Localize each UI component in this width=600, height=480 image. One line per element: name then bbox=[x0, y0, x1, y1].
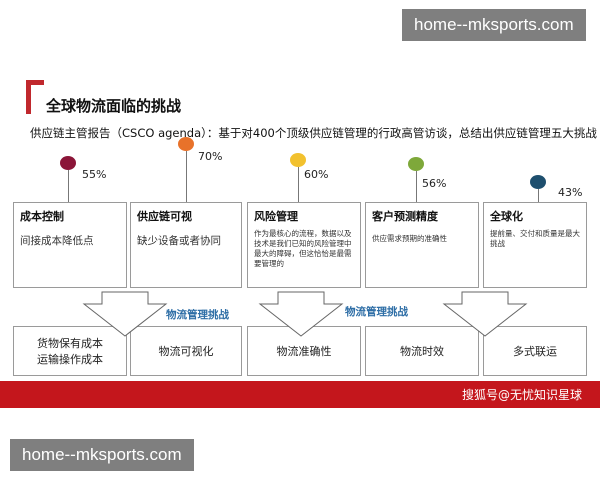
logistics-challenge-label-left: 物流管理挑战 bbox=[166, 309, 229, 321]
challenge-card-forecast: 客户预测精度 供应需求预期的准确性 bbox=[365, 202, 479, 288]
card-body: 缺少设备或者协同 bbox=[137, 235, 221, 247]
card-heading: 风险管理 bbox=[254, 210, 298, 223]
card-heading: 全球化 bbox=[490, 210, 523, 223]
percent-global: 43% bbox=[558, 186, 583, 199]
card-heading: 供应链可视 bbox=[137, 210, 192, 223]
logistics-item-timeliness: 物流时效 bbox=[365, 326, 479, 376]
down-arrow-icon bbox=[258, 291, 344, 337]
connector-line bbox=[298, 167, 299, 202]
slide-subtitle: 供应链主管报告（CSCO agenda）：基于对400个顶级供应链管理的行政高管… bbox=[30, 126, 597, 140]
indicator-dot-forecast bbox=[408, 157, 424, 171]
down-arrow-icon bbox=[82, 291, 168, 337]
card-heading: 客户预测精度 bbox=[372, 210, 438, 223]
logistics-item-cost: 货物保有成本 运输操作成本 bbox=[13, 326, 127, 376]
watermark-top: home--mksports.com bbox=[402, 9, 586, 41]
connector-line bbox=[186, 151, 187, 202]
connector-line bbox=[538, 189, 539, 202]
footer-band bbox=[0, 381, 600, 408]
slide-title: 全球物流面临的挑战 bbox=[46, 97, 182, 115]
logistics-item-multimodal: 多式联运 bbox=[483, 326, 587, 376]
challenge-card-cost: 成本控制 间接成本降低点 bbox=[13, 202, 127, 288]
watermark-bottom: home--mksports.com bbox=[10, 439, 194, 471]
indicator-dot-global bbox=[530, 175, 546, 189]
percent-forecast: 56% bbox=[422, 177, 447, 190]
down-arrow-icon bbox=[442, 291, 528, 337]
indicator-dot-risk bbox=[290, 153, 306, 167]
connector-line bbox=[68, 170, 69, 202]
percent-visibility: 70% bbox=[198, 150, 223, 163]
indicator-dot-visibility bbox=[178, 137, 194, 151]
challenge-card-risk: 风险管理 作为最核心的流程，数据以及技术是我们已知的风险管理中最大的障碍，但这恰… bbox=[247, 202, 361, 288]
card-body: 作为最核心的流程，数据以及技术是我们已知的风险管理中最大的障碍，但这恰恰是最需要… bbox=[254, 229, 352, 268]
card-body: 提前量、交付和质量是最大挑战 bbox=[490, 229, 580, 248]
card-body: 间接成本降低点 bbox=[20, 235, 94, 247]
logistics-challenge-label-right: 物流管理挑战 bbox=[345, 306, 408, 318]
indicator-dot-cost bbox=[60, 156, 76, 170]
challenge-card-visibility: 供应链可视 缺少设备或者协同 bbox=[130, 202, 242, 288]
percent-cost: 55% bbox=[82, 168, 107, 181]
title-frame-accent-top bbox=[26, 80, 44, 85]
connector-line bbox=[416, 171, 417, 202]
challenge-card-global: 全球化 提前量、交付和质量是最大挑战 bbox=[483, 202, 587, 288]
card-body: 供应需求预期的准确性 bbox=[372, 234, 447, 243]
title-frame-accent bbox=[26, 80, 31, 114]
logistics-item-visibility: 物流可视化 bbox=[130, 326, 242, 376]
footer-source: 搜狐号@无忧知识星球 bbox=[461, 388, 582, 402]
card-heading: 成本控制 bbox=[20, 210, 64, 223]
percent-risk: 60% bbox=[304, 168, 329, 181]
